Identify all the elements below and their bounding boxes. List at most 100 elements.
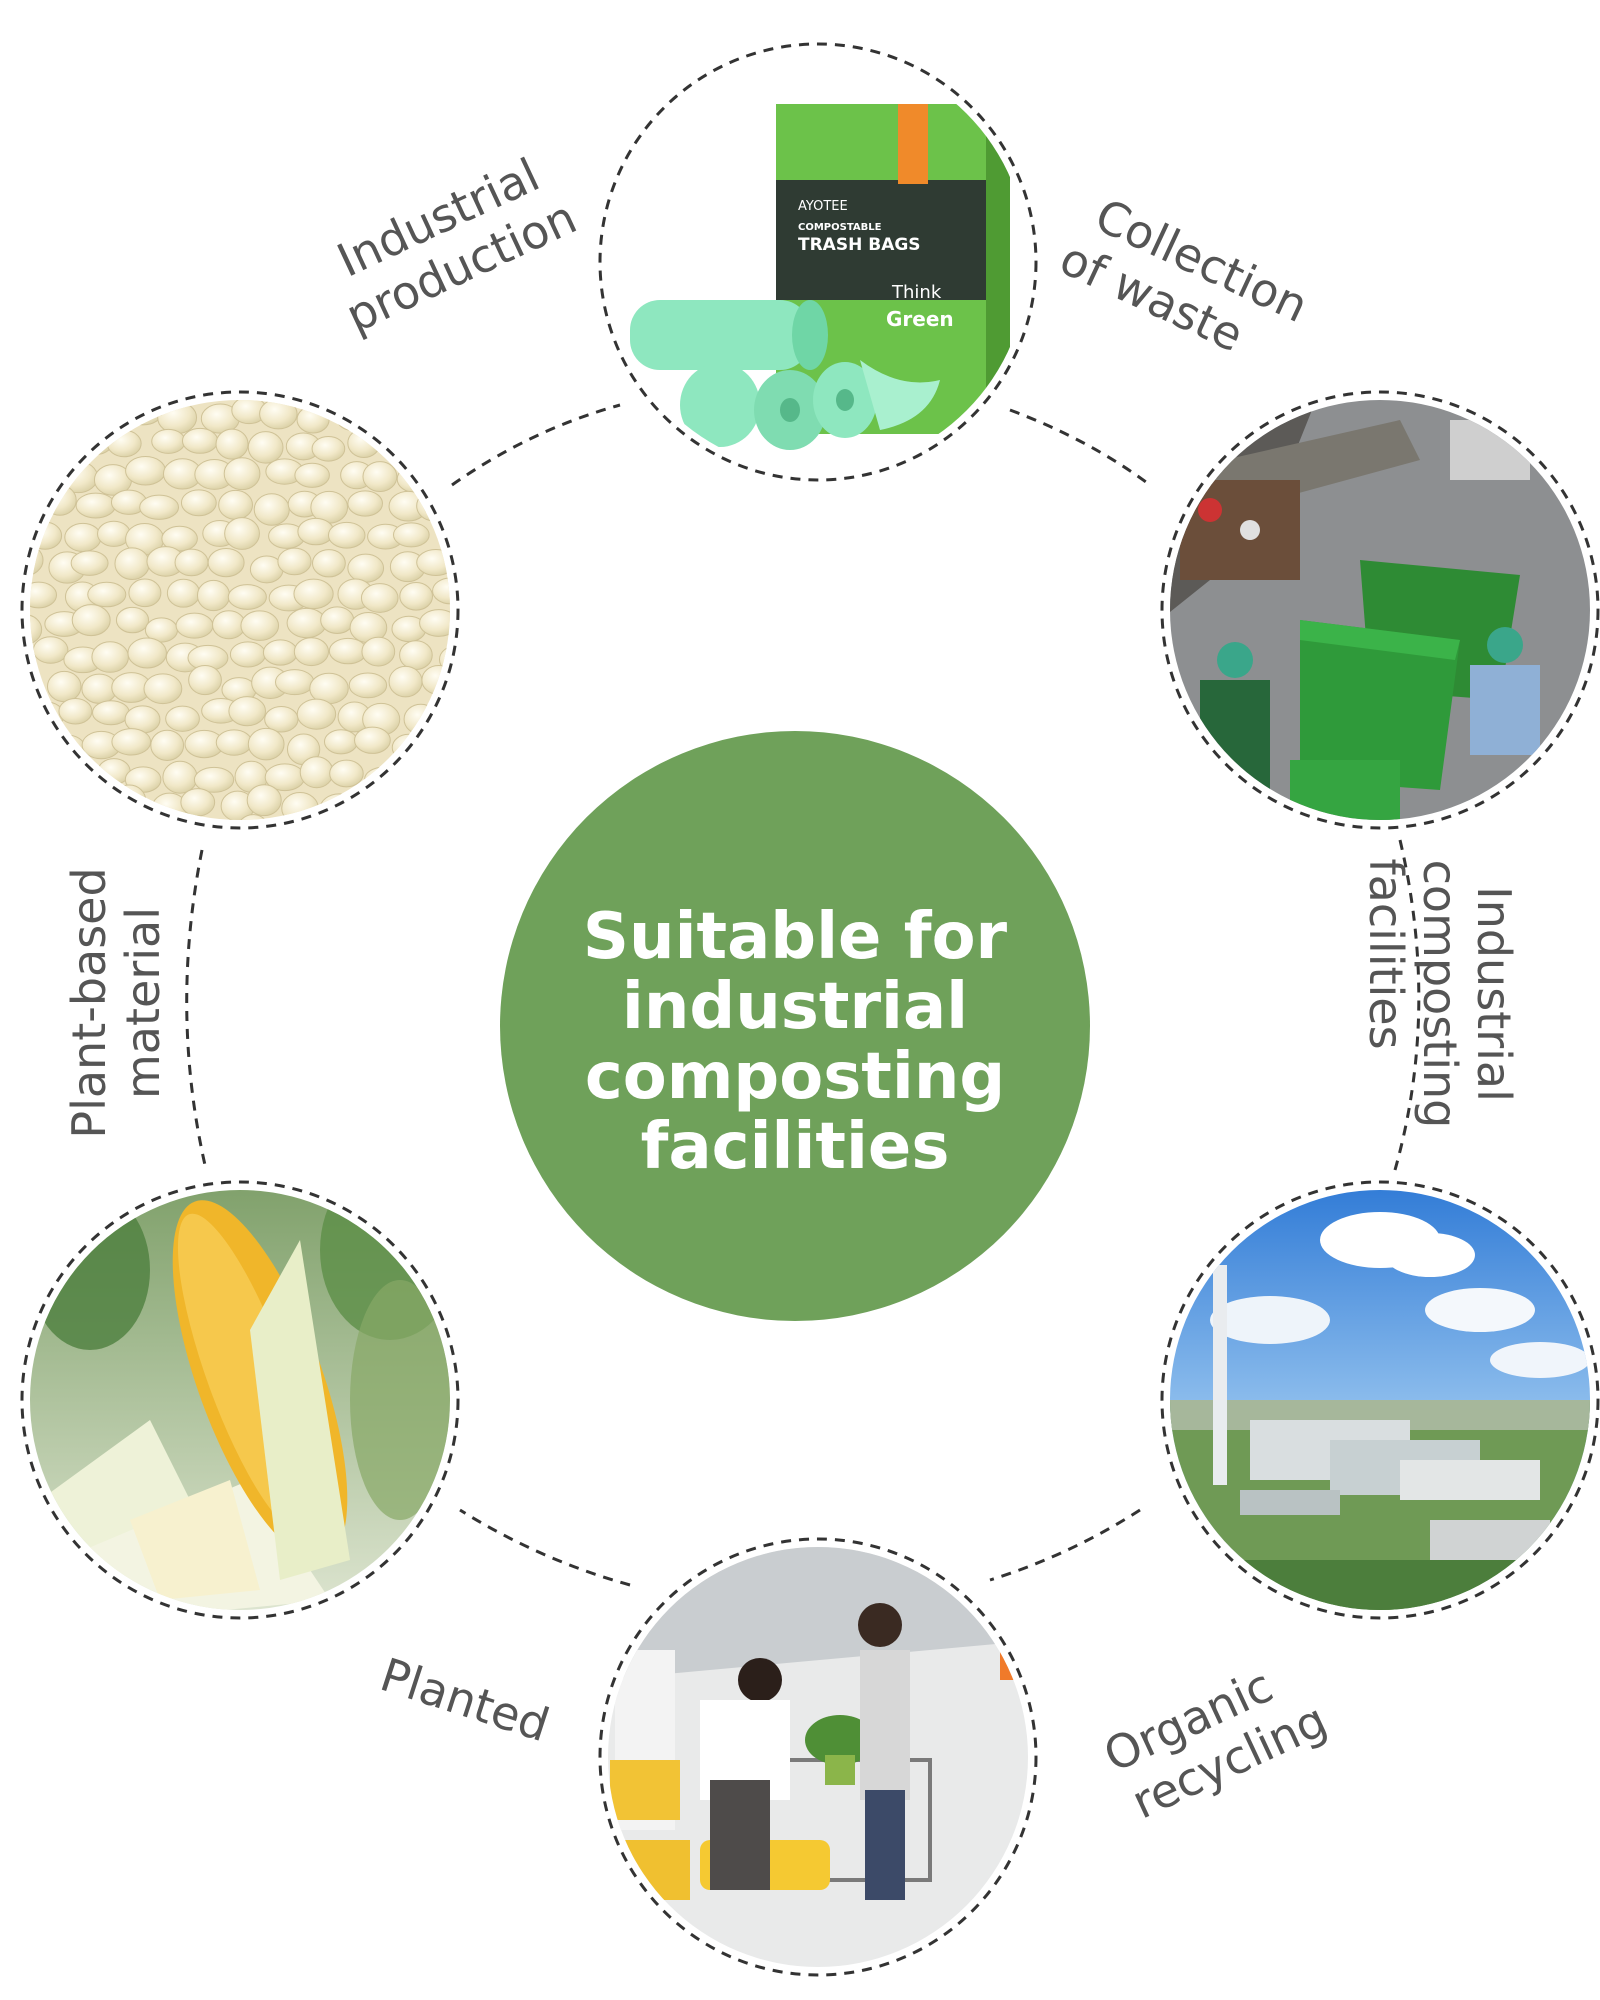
pellet — [438, 645, 450, 675]
pellet — [281, 791, 319, 820]
pellet — [393, 522, 430, 548]
pellet — [297, 517, 335, 546]
pellet — [215, 428, 249, 460]
pellet — [364, 404, 403, 434]
pellet — [143, 673, 183, 705]
pellet — [12, 373, 45, 399]
pellet — [30, 791, 50, 820]
pellet — [236, 814, 270, 820]
pellet — [115, 368, 151, 394]
label-planted: Planted — [374, 1647, 556, 1752]
pellet — [294, 462, 330, 488]
pellet — [150, 729, 185, 761]
pellet — [380, 400, 418, 403]
label-collection-of-waste: Collection of waste — [1052, 188, 1316, 363]
pellet — [262, 639, 298, 666]
connector-lr-bot — [989, 1508, 1141, 1582]
pellet — [127, 637, 167, 669]
pellet — [175, 612, 214, 639]
pellet — [329, 759, 364, 788]
pellet — [259, 400, 298, 430]
label-plant-based-material: Plant-based material — [62, 867, 170, 1138]
pellet — [66, 400, 103, 428]
pellet — [253, 493, 290, 526]
pellet — [42, 435, 83, 462]
pellet — [30, 543, 44, 577]
pellet — [382, 427, 421, 460]
pellet — [180, 489, 217, 517]
pellet — [448, 793, 450, 820]
pellet — [200, 819, 242, 820]
pellet — [416, 548, 450, 577]
pellet — [361, 636, 396, 667]
pellet — [419, 369, 457, 398]
pellet — [75, 492, 116, 519]
pellet — [293, 823, 331, 853]
connector-ul-top — [451, 403, 621, 487]
pellet — [240, 610, 280, 641]
pellet — [432, 577, 450, 605]
pellet — [369, 822, 408, 854]
pellet — [399, 582, 434, 611]
pellet — [43, 484, 77, 516]
pellet — [181, 427, 219, 454]
node-industrial-composting-facilities — [1160, 1180, 1600, 1620]
pellet — [454, 549, 490, 580]
pellet — [223, 457, 261, 491]
pellet — [148, 368, 184, 396]
pellet — [399, 640, 433, 671]
pellet — [286, 607, 327, 639]
pellet — [97, 520, 131, 547]
pellet — [453, 430, 492, 459]
pellet — [247, 727, 285, 761]
pellet — [30, 427, 41, 453]
pellet — [87, 581, 127, 608]
center-title-line-2: industrial — [622, 970, 968, 1044]
pellet — [196, 579, 231, 612]
pellet — [323, 729, 358, 755]
pellet — [125, 456, 166, 486]
pellet — [364, 766, 405, 792]
pellet — [354, 726, 391, 754]
connectors — [185, 403, 1421, 1587]
node-border-lr — [1160, 1180, 1600, 1620]
pellet — [98, 817, 137, 820]
pellet — [30, 671, 42, 698]
label-composting-line-2: composting — [1413, 860, 1467, 1129]
pellet — [419, 428, 450, 461]
pellet — [392, 404, 434, 432]
pellet — [128, 578, 162, 608]
node-industrial-production: AYOTEE COMPOSTABLE TRASH BAGS Think Gree… — [598, 42, 1038, 482]
pellet — [474, 822, 509, 847]
pellet — [409, 790, 449, 820]
pellet — [399, 762, 435, 789]
connector-ur-lr — [1393, 839, 1421, 1171]
pellet — [347, 428, 381, 458]
pellet — [174, 365, 214, 397]
pellet — [296, 405, 330, 434]
label-organic-recycling: Organic recycling — [1096, 1658, 1335, 1829]
pellet — [78, 426, 114, 455]
pellet — [318, 368, 351, 398]
pellet — [382, 796, 421, 820]
pellet — [37, 789, 77, 816]
pellet — [218, 489, 254, 520]
connector-top-ur — [1009, 408, 1151, 487]
box-brand: AYOTEE — [798, 199, 848, 214]
pellet — [79, 788, 120, 820]
pellet — [476, 463, 509, 488]
connector-ll-ul — [185, 849, 207, 1166]
pellet — [193, 766, 235, 793]
pellet — [246, 784, 282, 817]
pellet — [180, 788, 216, 817]
pellet — [247, 431, 284, 464]
pellet — [224, 517, 260, 550]
pellet — [429, 822, 465, 850]
waste-bins-image — [1170, 400, 1590, 820]
pellet — [139, 494, 180, 520]
connector-bot-ll — [459, 1508, 631, 1587]
pellet — [30, 727, 43, 759]
pellet — [212, 610, 246, 640]
pellet — [53, 821, 91, 845]
